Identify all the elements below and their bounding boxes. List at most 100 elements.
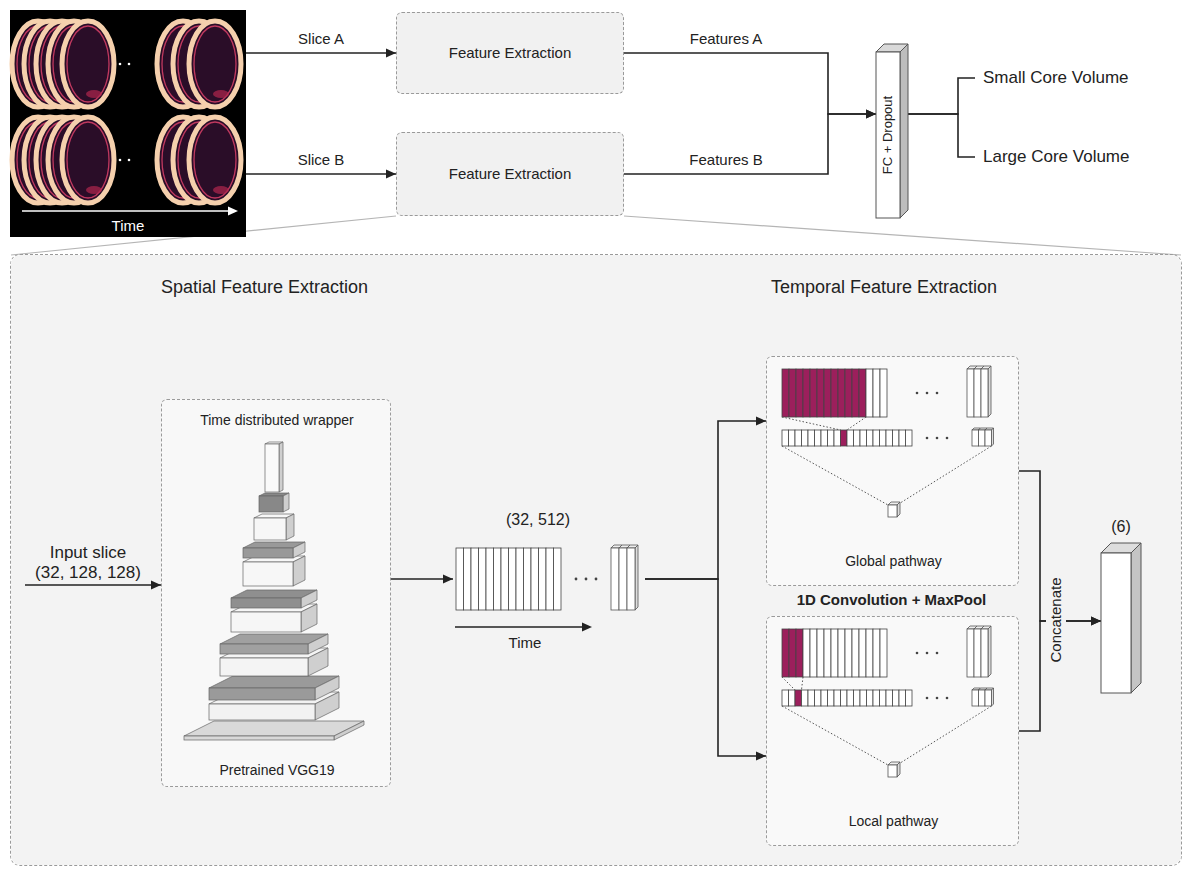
conv-output <box>841 430 848 446</box>
ellipsis-dot <box>936 652 939 655</box>
connector-line <box>908 114 975 157</box>
arrowhead <box>756 752 766 761</box>
input-label-text: Input slice (32, 128, 128) <box>34 543 142 584</box>
output-class: Large Core Volume <box>975 145 1175 169</box>
kernel-guide <box>802 677 804 690</box>
feature-vector <box>539 548 547 610</box>
arrowhead <box>866 110 876 119</box>
feature-vector <box>796 369 803 417</box>
time-axis <box>455 626 582 628</box>
input-label: Input slice (32, 128, 128) <box>23 543 153 585</box>
feature-vector <box>524 548 532 610</box>
ellipsis-dot <box>119 159 122 162</box>
image-panel: Time <box>10 10 246 237</box>
conv-output <box>828 690 835 706</box>
process-box-text: Feature Extraction <box>397 133 623 215</box>
pathway-box-text: Local pathway <box>767 813 1020 830</box>
feature-vector <box>831 369 838 417</box>
bar-front <box>876 52 900 218</box>
ellipsis-dot <box>595 578 598 581</box>
vgg-layer-top <box>184 721 364 736</box>
feature-sequence-text: (32, 512) <box>453 510 623 529</box>
vgg-layer-front <box>220 644 308 654</box>
kernel-guide <box>782 417 841 430</box>
operation-label: Concatenate <box>1046 565 1066 675</box>
feature-vector <box>838 629 845 677</box>
fc-layer-text: FC + Dropout <box>879 55 897 215</box>
perfusion-spot <box>213 186 229 194</box>
bar-side <box>897 502 900 517</box>
ellipsis-dot <box>936 437 939 440</box>
feature-vector <box>554 548 562 610</box>
feature-vector <box>859 369 866 417</box>
ellipsis-dot <box>585 578 588 581</box>
conv-output <box>789 690 796 706</box>
ellipsis-dot <box>946 437 949 440</box>
bar-front <box>888 505 897 517</box>
feature-vector <box>817 369 824 417</box>
feature-vector <box>479 548 487 610</box>
conv-output <box>860 430 867 446</box>
bar-front <box>619 548 627 610</box>
vgg-layer-front <box>184 736 334 740</box>
vgg-layer-front <box>231 598 301 608</box>
process-box: Feature Extraction <box>396 12 624 94</box>
vgg-layer-front <box>220 658 308 676</box>
feature-vector <box>831 629 838 677</box>
perfusion-spot <box>86 90 102 98</box>
conv-output <box>782 690 789 706</box>
ellipsis-dot <box>916 392 919 395</box>
conv-output <box>906 690 913 706</box>
bar-front <box>888 765 897 777</box>
conv-output <box>795 690 802 706</box>
vgg-layer-side <box>301 604 317 632</box>
feature-vector <box>464 548 472 610</box>
bar-side <box>988 366 991 417</box>
feature-vector <box>516 548 524 610</box>
edge-label: Features A <box>666 30 786 48</box>
edge-label: Slice B <box>261 151 381 169</box>
operation-label: 1D Convolution + MaxPool <box>765 591 1018 609</box>
conv-output <box>802 690 809 706</box>
time-axis <box>22 210 228 212</box>
edge-label: Slice A <box>261 30 381 48</box>
axis-label: Time <box>495 634 555 652</box>
connector <box>645 417 766 580</box>
conv-output <box>847 690 854 706</box>
feature-vector <box>859 629 866 677</box>
process-box-text: Feature Extraction <box>397 13 623 93</box>
brain-slice <box>189 117 241 203</box>
connector-line <box>25 584 161 586</box>
arrowhead <box>151 581 161 590</box>
bar-side <box>897 762 900 777</box>
bar-side <box>635 545 638 610</box>
conv-output <box>899 430 906 446</box>
pathway-box: Global pathway <box>766 356 1019 586</box>
arrowhead <box>386 49 396 58</box>
bar-front <box>967 629 974 677</box>
vgg-layer-side <box>286 514 294 540</box>
ellipsis-dot <box>128 63 131 66</box>
arrowhead <box>756 417 766 426</box>
conv-output <box>821 690 828 706</box>
conv-output <box>873 430 880 446</box>
bar-front <box>974 369 981 417</box>
conv-output <box>906 430 913 446</box>
wrapper-box: Time distributed wrapperPretrained VGG19 <box>161 399 391 787</box>
bar-front <box>611 548 619 610</box>
connector <box>624 110 876 175</box>
ellipsis-dot <box>926 437 929 440</box>
output-vector-art <box>1101 517 1147 695</box>
brain-cortex <box>194 26 236 102</box>
feature-vector <box>838 369 845 417</box>
arrowhead <box>1091 617 1101 626</box>
conv-output <box>815 690 822 706</box>
feature-vector <box>824 629 831 677</box>
conv-output <box>782 430 789 446</box>
output-class-text: Small Core Volume <box>983 68 1129 88</box>
feature-vector <box>546 548 554 610</box>
brain-cortex <box>194 122 236 198</box>
connector <box>908 78 975 114</box>
